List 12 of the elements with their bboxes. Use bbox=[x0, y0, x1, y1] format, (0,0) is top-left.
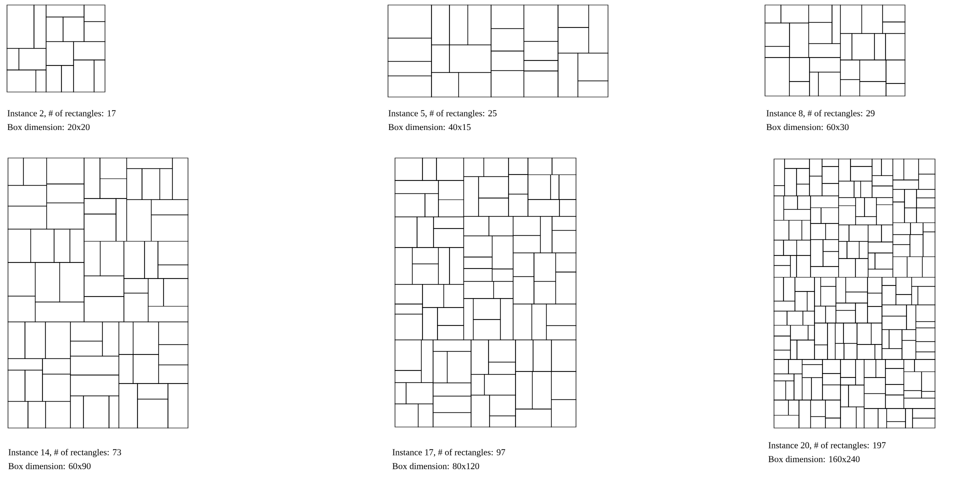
caption: Box dimension: 60x90 bbox=[8, 462, 91, 470]
caption: Instance 5, # of rectangles: 25 bbox=[388, 110, 497, 118]
caption: Instance 14, # of rectangles: 73 bbox=[8, 448, 122, 458]
caption: Box dimension: 40x15 bbox=[388, 124, 471, 130]
caption: Box dimension: 160x240 bbox=[768, 456, 860, 462]
caption: Instance 8, # of rectangles: 29 bbox=[766, 110, 875, 118]
caption: Instance 17, # of rectangles: 97 bbox=[392, 448, 506, 458]
caption: Instance 2, # of rectangles: 17 bbox=[8, 110, 116, 118]
caption: Instance 20, # of rectangles: 197 bbox=[768, 442, 886, 450]
caption: Box dimension: 20x20 bbox=[7, 124, 90, 130]
caption: Box dimension: 80x120 bbox=[392, 462, 480, 470]
caption: Box dimension: 60x30 bbox=[766, 124, 849, 130]
